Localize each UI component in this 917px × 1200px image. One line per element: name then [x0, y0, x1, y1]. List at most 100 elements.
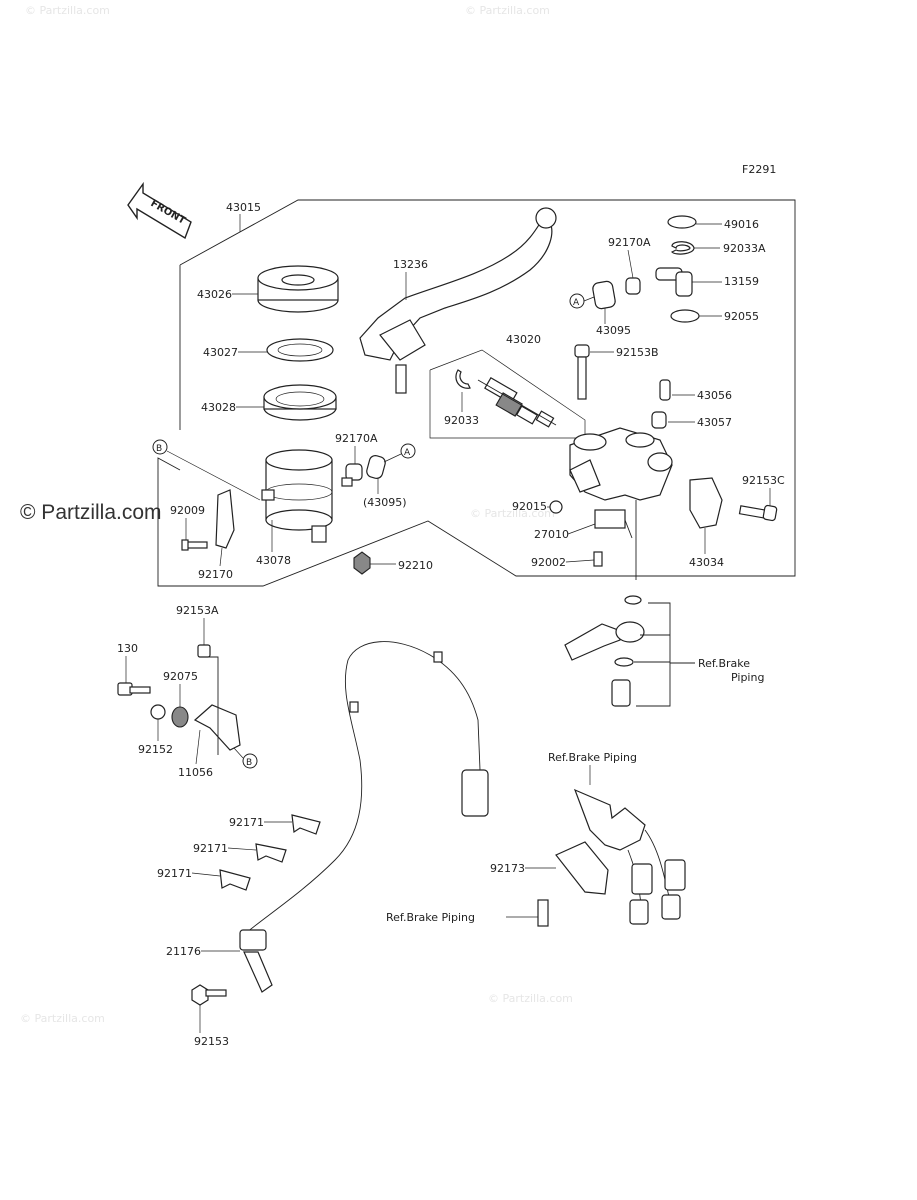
label-92153: 92153	[194, 1035, 229, 1048]
svg-text:A: A	[573, 298, 580, 308]
bolt-92153	[191, 984, 227, 1006]
label-92170A-top: 92170A	[608, 236, 651, 249]
label-43095-paren: (43095)	[363, 496, 407, 509]
screw-92009	[181, 539, 208, 551]
label-92153B: 92153B	[616, 346, 659, 359]
subassembly-outline-43020	[429, 349, 586, 439]
ref-brake-piping-bottom: Ref.Brake Piping	[386, 911, 475, 924]
label-92171-a: 92171	[229, 816, 264, 829]
label-92170A-mid: 92170A	[335, 432, 378, 445]
label-92153C: 92153C	[742, 474, 785, 487]
label-92055: 92055	[724, 310, 759, 323]
leader-92153A	[204, 656, 219, 755]
marker-B-lower: B	[233, 747, 258, 769]
brake-lever-13236	[359, 207, 557, 394]
watermark-main: © Partzilla.com	[20, 501, 162, 524]
grommet-92171-b	[255, 843, 287, 863]
banjo-hose-assembly	[564, 500, 695, 707]
label-43056: 43056	[697, 389, 732, 402]
reservoir-cap-43026	[257, 265, 339, 313]
hose-43095-top	[592, 280, 616, 310]
grommet-92171-a	[291, 814, 321, 835]
label-43034: 43034	[689, 556, 724, 569]
bleeder-cap-43057	[651, 411, 667, 429]
label-21176: 21176	[166, 945, 201, 958]
front-arrow-icon: FRONT	[127, 181, 192, 240]
circlip-92033A	[670, 241, 695, 255]
hose-43095-middle	[366, 455, 386, 479]
figure-code: F2291	[742, 163, 776, 176]
label-92009: 92009	[170, 504, 205, 517]
nut-92015	[549, 500, 563, 514]
marker-A-mid: A	[383, 443, 416, 463]
label-13159: 13159	[724, 275, 759, 288]
label-92015: 92015	[512, 500, 547, 513]
label-43095: 43095	[596, 324, 631, 337]
watermark-faint-bottom-left: © Partzilla.com	[20, 1012, 105, 1025]
watermark-faint-top-right: © Partzilla.com	[465, 4, 550, 17]
label-43026: 43026	[197, 288, 232, 301]
hose-fitting-13159	[655, 267, 693, 297]
bleeder-valve-43056	[659, 379, 671, 401]
label-92033: 92033	[444, 414, 479, 427]
label-13236: 13236	[393, 258, 428, 271]
brake-switch-27010	[594, 509, 633, 539]
hose-clamp-92170A-top	[625, 277, 641, 295]
label-43015: 43015	[226, 201, 261, 214]
reservoir-diaphragm-43028	[263, 384, 337, 421]
washer-92152	[150, 704, 166, 720]
screw-92002	[593, 551, 603, 567]
cap-49016	[667, 215, 697, 229]
label-92002: 92002	[531, 556, 566, 569]
svg-text:B: B	[246, 758, 252, 768]
label-43020: 43020	[506, 333, 541, 346]
label-130: 130	[117, 642, 138, 655]
circlip-92033	[455, 369, 471, 389]
bolt-92153A	[197, 644, 211, 658]
label-11056: 11056	[178, 766, 213, 779]
bolt-92153C	[738, 504, 778, 522]
brake-piping-clamp-92173	[537, 788, 686, 927]
label-92171-c: 92171	[157, 867, 192, 880]
labels: 43015 13236 43026 43027 43028 43020 9217…	[117, 201, 785, 1048]
label-49016: 49016	[724, 218, 759, 231]
marker-A-top: A	[569, 293, 595, 309]
label-92210: 92210	[398, 559, 433, 572]
abs-sensor-cable-21176	[239, 641, 489, 993]
grommet-92171-c	[219, 869, 251, 891]
hose-clamp-92170A-middle	[341, 463, 363, 487]
svg-text:B: B	[156, 444, 162, 454]
watermark-faint-bottom-right: © Partzilla.com	[488, 992, 573, 1005]
bolt-130	[117, 682, 151, 696]
label-43078: 43078	[256, 554, 291, 567]
label-92075: 92075	[163, 670, 198, 683]
watermark-faint-mid: © Partzilla.com	[470, 507, 555, 520]
label-92033A: 92033A	[723, 242, 766, 255]
grommet-92075	[171, 706, 189, 728]
reservoir-tank-43078	[261, 449, 333, 543]
ref-brake-piping-right-line2: Piping	[731, 671, 764, 684]
ref-brake-piping-right-line1: Ref.Brake	[698, 657, 750, 670]
label-92170: 92170	[198, 568, 233, 581]
label-92171-b: 92171	[193, 842, 228, 855]
label-92153A: 92153A	[176, 604, 219, 617]
o-ring-92055	[670, 309, 700, 323]
nut-92210	[353, 551, 371, 575]
label-43027: 43027	[203, 346, 238, 359]
piston-kit-43020	[477, 376, 557, 428]
label-27010: 27010	[534, 528, 569, 541]
svg-text:A: A	[404, 448, 411, 458]
reservoir-plate-43027	[266, 338, 334, 362]
label-92173: 92173	[490, 862, 525, 875]
label-92152: 92152	[138, 743, 173, 756]
label-43028: 43028	[201, 401, 236, 414]
bolt-92153B	[574, 344, 590, 400]
lever-holder-43034	[689, 477, 723, 529]
assembly-outline-43015	[157, 199, 796, 587]
label-43057: 43057	[697, 416, 732, 429]
marker-B-left: B	[152, 439, 261, 501]
master-cylinder-body	[569, 427, 673, 501]
ref-brake-piping-top: Ref.Brake Piping	[548, 751, 637, 764]
bracket-11056	[193, 704, 241, 751]
